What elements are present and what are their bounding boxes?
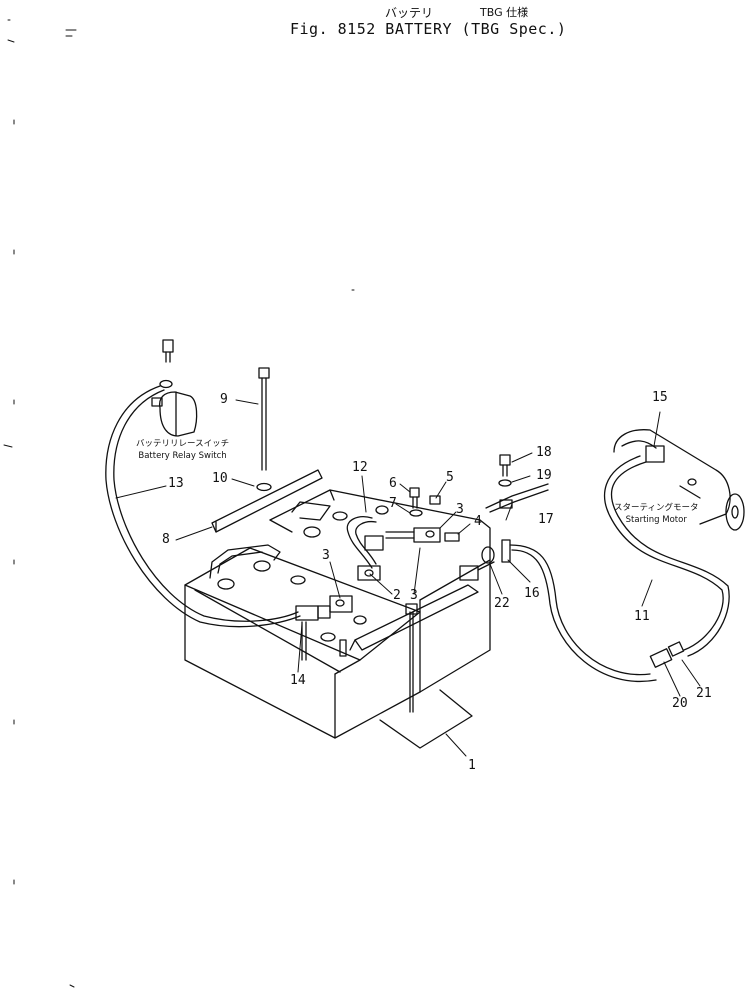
cable-11	[509, 455, 730, 683]
starting-motor	[613, 429, 745, 531]
hold-down-bar-rear	[211, 469, 323, 533]
figure-title: Fig. 8152 BATTERY (TBG Spec.)	[290, 20, 567, 38]
callout-20: 20	[672, 696, 688, 711]
bolt-18-set	[485, 454, 549, 513]
starter-caption-en: Starting Motor	[625, 515, 687, 525]
rod-9	[256, 367, 272, 492]
cable-13	[105, 385, 301, 628]
callout-1: 1	[468, 758, 476, 773]
callout-17: 17	[538, 512, 554, 527]
callout-4: 4	[474, 514, 482, 529]
terminal-right	[385, 527, 460, 543]
hold-down-rod	[405, 603, 418, 713]
callout-13: 13	[168, 476, 184, 491]
base-plate-outline	[379, 689, 473, 749]
callout-3c: 3	[410, 588, 418, 603]
title-japanese: バッテリ	[385, 6, 434, 20]
rear-battery	[269, 489, 491, 693]
relay-switch-caption: バッテリリレースイッチ Battery Relay Switch	[136, 438, 229, 462]
cable-12	[346, 516, 384, 581]
callout-16: 16	[524, 586, 540, 601]
hold-down-bar-front	[349, 584, 479, 651]
starter-caption-jp: スターティングモータ	[614, 503, 699, 513]
callout-9: 9	[220, 392, 228, 407]
callout-6: 6	[389, 476, 397, 491]
junction-16-22	[459, 539, 511, 581]
callout-18: 18	[536, 445, 552, 460]
starter-caption: スターティングモータ Starting Motor	[614, 502, 699, 526]
callout-11: 11	[634, 609, 650, 624]
title-tbg-spec: TBG 仕様	[480, 6, 529, 19]
relay-caption-jp: バッテリリレースイッチ	[136, 439, 230, 449]
callout-3a: 3	[322, 548, 330, 563]
callout-12: 12	[352, 460, 368, 475]
callout-2: 2	[393, 588, 401, 603]
clamp-front	[329, 595, 353, 657]
bolt-6-set	[409, 487, 441, 517]
callout-8: 8	[162, 532, 170, 547]
callout-10: 10	[212, 471, 228, 486]
callout-14: 14	[290, 673, 306, 688]
callout-22: 22	[494, 596, 510, 611]
callout-7: 7	[389, 496, 397, 511]
callout-5: 5	[446, 470, 454, 485]
margin-marks	[3, 19, 355, 988]
battery-relay-switch	[151, 339, 198, 437]
callout-21: 21	[696, 686, 712, 701]
callout-15: 15	[652, 390, 668, 405]
leader-lines	[115, 399, 701, 757]
callout-3b: 3	[456, 502, 464, 517]
relay-caption-en: Battery Relay Switch	[138, 451, 227, 461]
terminal-20-21	[649, 641, 685, 668]
callout-19: 19	[536, 468, 552, 483]
